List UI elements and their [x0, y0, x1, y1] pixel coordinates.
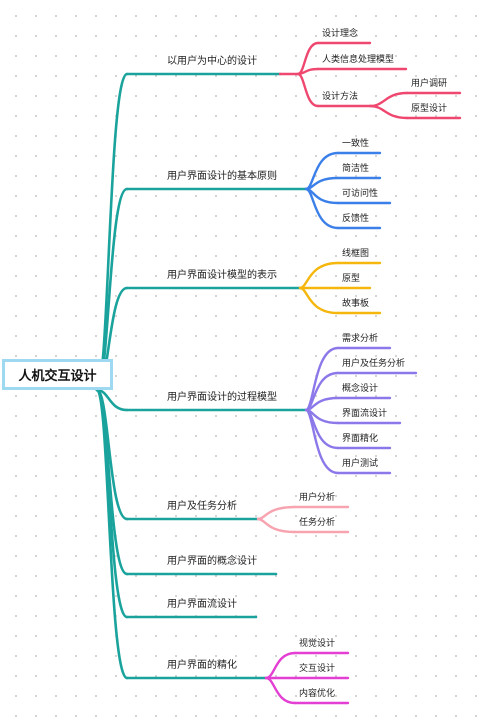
- child-label[interactable]: 简洁性: [342, 164, 370, 174]
- child-connector: [304, 371, 340, 412]
- child-label[interactable]: 用户分析: [299, 493, 336, 503]
- child-label[interactable]: 反馈性: [342, 214, 370, 224]
- grandchild-label[interactable]: 原型设计: [411, 104, 448, 114]
- child-label[interactable]: 可访问性: [342, 189, 379, 199]
- child-label[interactable]: 界面流设计: [342, 409, 388, 419]
- root-title: 人机交互设计: [18, 369, 97, 384]
- branch-label[interactable]: 用户界面设计的过程模型: [167, 392, 277, 403]
- child-label[interactable]: 视觉设计: [299, 639, 336, 649]
- child-label[interactable]: 内容优化: [299, 689, 336, 699]
- child-label[interactable]: 原型: [342, 274, 361, 284]
- root-node[interactable]: 人机交互设计: [2, 359, 113, 390]
- child-connector: [298, 286, 340, 315]
- branch-label[interactable]: 用户及任务分析: [167, 501, 237, 512]
- branch-label[interactable]: 用户界面设计模型的表示: [167, 270, 277, 281]
- child-connector: [304, 187, 340, 230]
- child-label[interactable]: 概念设计: [342, 384, 379, 394]
- branch-label[interactable]: 用户界面设计的基本原则: [167, 171, 277, 182]
- child-connector: [256, 505, 297, 521]
- grandchild-label[interactable]: 用户调研: [411, 79, 448, 89]
- trunk-connector: [95, 388, 129, 680]
- child-connector: [296, 72, 320, 108]
- child-connector: [264, 676, 297, 705]
- trunk-connector: [95, 72, 129, 392]
- child-label[interactable]: 线框图: [342, 249, 370, 259]
- child-label[interactable]: 用户及任务分析: [342, 359, 406, 369]
- child-connector: [304, 151, 340, 191]
- grandchild-connector: [368, 104, 409, 120]
- child-connector: [256, 517, 297, 534]
- child-label[interactable]: 需求分析: [342, 334, 379, 344]
- branch-label[interactable]: 用户界面的精化: [167, 660, 237, 671]
- child-label[interactable]: 任务分析: [299, 518, 336, 528]
- child-connector: [264, 651, 297, 680]
- child-label[interactable]: 设计理念: [322, 29, 359, 39]
- child-label[interactable]: 设计方法: [322, 92, 359, 102]
- child-label[interactable]: 一致性: [342, 139, 370, 149]
- child-label[interactable]: 界面精化: [342, 434, 379, 444]
- child-label[interactable]: 交互设计: [299, 664, 336, 674]
- child-label[interactable]: 故事板: [342, 299, 370, 309]
- grandchild-connector: [368, 91, 409, 108]
- child-label[interactable]: 人类信息处理模型: [322, 55, 395, 65]
- child-connector: [298, 261, 340, 290]
- branch-label[interactable]: 用户界面的概念设计: [167, 556, 257, 567]
- child-label[interactable]: 用户测试: [342, 459, 379, 469]
- child-connector: [304, 408, 340, 475]
- branch-label[interactable]: 以用户为中心的设计: [167, 56, 257, 67]
- branch-label[interactable]: 用户界面流设计: [167, 599, 237, 610]
